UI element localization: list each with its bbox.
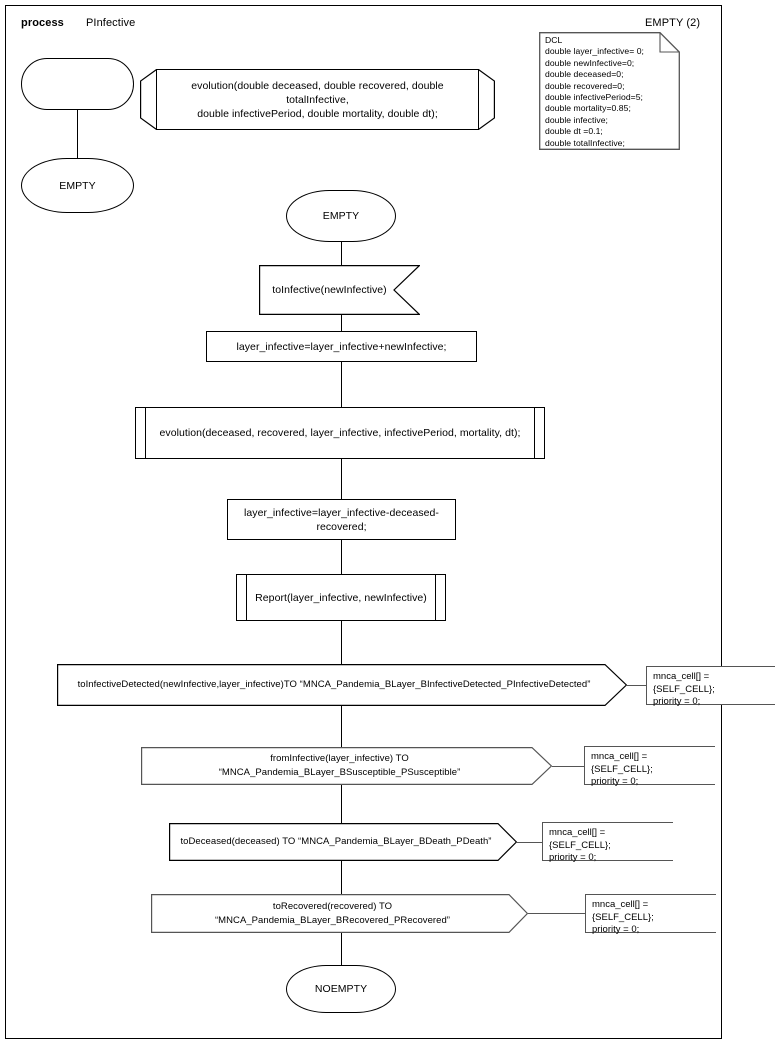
connector-start-to-empty: [77, 110, 78, 158]
page-border: [5, 5, 722, 1039]
start-symbol: [21, 58, 134, 110]
comment-link-1: [627, 685, 646, 686]
connector-task-to-evolution: [341, 362, 342, 407]
comment-output-2: mnca_cell[] = {SELF_CELL}; priority = 0;: [584, 746, 715, 787]
procedure-declaration-evolution: evolution(double deceased, double recove…: [140, 69, 495, 130]
dcl-text: DCL double layer_infective= 0; double ne…: [545, 35, 644, 148]
connector-output-2-to-3: [341, 785, 342, 823]
state-noempty-label: NOEMPTY: [314, 983, 368, 995]
output-todeceased-label: toDeceased(deceased) TO “MNCA_Pandemia_B…: [180, 836, 492, 847]
state-empty-initial: EMPTY: [21, 158, 134, 213]
comment-output-3-text: mnca_cell[] = {SELF_CELL}; priority = 0;: [549, 827, 611, 863]
connector-output-4-to-noempty: [341, 933, 342, 965]
process-keyword: process: [21, 17, 64, 29]
page-label: EMPTY (2): [645, 17, 701, 29]
state-empty-label: EMPTY: [322, 210, 360, 222]
call-evolution-text: evolution(deceased, recovered, layer_inf…: [159, 427, 521, 439]
dcl-declaration-note: DCL double layer_infective= 0; double ne…: [539, 32, 680, 150]
task-add-newinfective-text: layer_infective=layer_infective+newInfec…: [236, 340, 447, 353]
state-empty-initial-label: EMPTY: [59, 179, 96, 192]
task-subtract: layer_infective=layer_infective-deceased…: [227, 499, 456, 540]
state-empty: EMPTY: [286, 190, 396, 242]
output-toinfectivedetected-label: toInfectiveDetected(newInfective,layer_i…: [77, 679, 591, 690]
procedure-declaration-text: evolution(double deceased, double recove…: [191, 79, 444, 120]
comment-output-1: mnca_cell[] = {SELF_CELL}; priority = 0;: [646, 666, 775, 707]
input-toinfective: toInfective(newInfective): [259, 265, 420, 315]
call-report: Report(layer_infective, newInfective): [236, 574, 446, 621]
output-todeceased: toDeceased(deceased) TO “MNCA_Pandemia_B…: [169, 823, 517, 861]
output-toinfectivedetected: toInfectiveDetected(newInfective,layer_i…: [57, 664, 627, 706]
call-report-text: Report(layer_infective, newInfective): [255, 591, 427, 604]
comment-output-3: mnca_cell[] = {SELF_CELL}; priority = 0;: [542, 822, 673, 863]
output-torecovered: toRecovered(recovered) TO “MNCA_Pandemia…: [151, 894, 528, 933]
connector-empty-to-input: [341, 242, 342, 265]
procedure-right-wing: [478, 69, 495, 130]
comment-output-1-text: mnca_cell[] = {SELF_CELL}; priority = 0;: [653, 671, 715, 707]
comment-link-4: [528, 913, 585, 914]
comment-link-2: [552, 766, 584, 767]
call-evolution: evolution(deceased, recovered, layer_inf…: [135, 407, 545, 459]
comment-link-3: [517, 842, 542, 843]
comment-output-4: mnca_cell[] = {SELF_CELL}; priority = 0;: [585, 894, 716, 935]
connector-output-1-to-2: [341, 706, 342, 747]
connector-output-3-to-4: [341, 861, 342, 894]
connector-input-to-task-add: [341, 315, 342, 332]
process-name: PInfective: [86, 17, 136, 29]
note-shape: [539, 32, 680, 150]
comment-output-2-text: mnca_cell[] = {SELF_CELL}; priority = 0;: [591, 751, 653, 787]
task-add-newinfective: layer_infective=layer_infective+newInfec…: [206, 331, 477, 362]
comment-output-4-text: mnca_cell[] = {SELF_CELL}; priority = 0;: [592, 899, 654, 935]
task-subtract-text: layer_infective=layer_infective-deceased…: [244, 506, 439, 533]
output-torecovered-label: toRecovered(recovered) TO “MNCA_Pandemia…: [214, 900, 451, 926]
procedure-body: evolution(double deceased, double recove…: [156, 69, 479, 130]
output-frominfective-label: fromInfective(layer_infective) TO “MNCA_…: [218, 753, 461, 778]
procedure-left-wing: [140, 69, 157, 130]
start-label: [22, 59, 133, 109]
input-toinfective-label: toInfective(newInfective): [272, 284, 387, 296]
connector-task-sub-to-report: [341, 540, 342, 574]
output-frominfective: fromInfective(layer_infective) TO “MNCA_…: [141, 747, 552, 785]
connector-report-to-output-1: [341, 621, 342, 664]
state-noempty: NOEMPTY: [286, 965, 396, 1013]
connector-evolution-to-task-sub: [341, 459, 342, 499]
